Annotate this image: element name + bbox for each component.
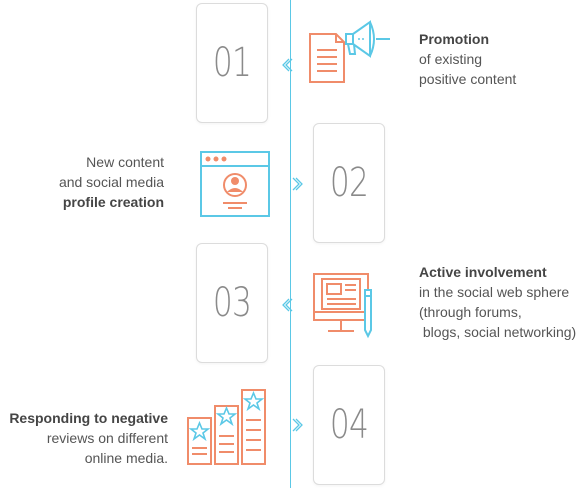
step-line: blogs, social networking) [419,324,577,340]
browser-profile-icon [199,150,273,225]
step-text-01: Promotion of existing positive content [419,29,516,89]
step-title: Promotion [419,31,489,47]
step-line: and social media [58,174,164,190]
chevron-right-icon [290,176,306,192]
step-number: 01 [212,40,252,86]
step-line: reviews on different [46,430,168,446]
megaphone-document-icon [306,16,396,91]
star-ratings-icon [183,386,273,473]
step-number: 04 [329,402,369,448]
step-number: 03 [212,280,252,326]
step-text-02: New content and social media profile cre… [40,152,164,212]
step-line: (through forums, [419,304,522,320]
chevron-right-icon [290,417,306,433]
timeline-line [290,0,291,488]
step-line: online media. [84,450,168,466]
step-title: Active involvement [419,264,547,280]
step-text-03: Active involvement in the social web sph… [419,262,576,342]
step-title: profile creation [62,194,164,210]
step-card-04: 04 [313,365,385,485]
step-line: of existing [419,51,483,67]
step-line: in the social web sphere [419,284,570,300]
step-text-04: Responding to negative reviews on differ… [0,408,168,468]
step-card-02: 02 [313,123,385,243]
monitor-newspaper-icon [312,270,378,345]
step-line: positive content [419,71,517,87]
step-number: 02 [329,160,369,206]
step-card-03: 03 [196,243,268,363]
step-line: New content [86,154,164,170]
step-card-01: 01 [196,3,268,123]
step-title: Responding to negative [9,410,168,426]
chevron-left-icon [279,297,295,313]
chevron-left-icon [279,57,295,73]
